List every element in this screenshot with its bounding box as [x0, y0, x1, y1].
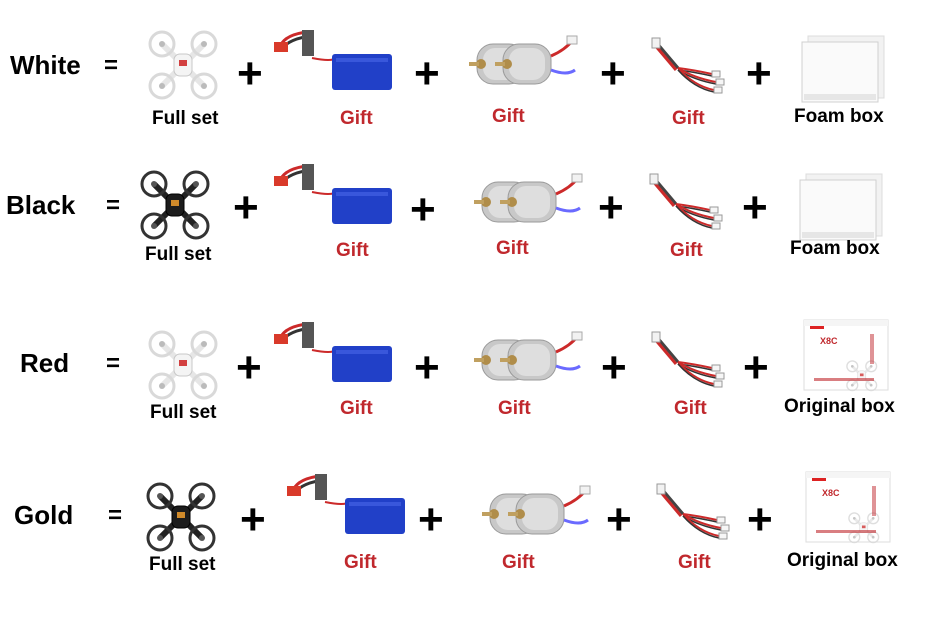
- box-label: Foam box: [794, 106, 884, 127]
- motor-label: Gift: [496, 238, 529, 259]
- plus-sign: +: [233, 183, 259, 232]
- quadcopter-drawing: [146, 482, 216, 552]
- drone-image-white: [148, 330, 218, 400]
- equals-sign: =: [104, 52, 119, 79]
- battery-label: Gift: [336, 240, 369, 261]
- package-row-red: Red = Full set + Gift + Gift + Gift +: [0, 310, 931, 460]
- battery-image: [272, 162, 397, 232]
- drone-label: Full set: [145, 244, 212, 265]
- motor-drawing: [474, 331, 583, 381]
- charging-cable-drawing: [656, 483, 730, 540]
- package-row-white: White = Full set + Gift + Gift + Gift +: [0, 20, 931, 170]
- battery-label: Gift: [340, 108, 373, 129]
- quadcopter-drawing: [148, 30, 218, 100]
- cable-image: [650, 37, 730, 98]
- cable-image: [648, 173, 728, 234]
- variant-name: Red: [20, 348, 70, 378]
- plus-sign: +: [600, 49, 626, 98]
- foam-box-image: [800, 34, 890, 104]
- foam-box-drawing: [799, 173, 883, 241]
- cable-image: [650, 331, 730, 392]
- original-box-image: X8C: [800, 314, 895, 394]
- plus-sign: +: [747, 495, 773, 544]
- motor-drawing: [469, 35, 578, 85]
- motor-label: Gift: [492, 106, 525, 127]
- quadcopter-drawing: [148, 330, 218, 400]
- equals-sign: =: [106, 192, 121, 219]
- battery-label: Gift: [340, 398, 373, 419]
- equals-sign: =: [108, 502, 123, 529]
- variant-name: Black: [6, 190, 76, 220]
- motor-image: [455, 30, 580, 100]
- battery-label: Gift: [344, 552, 377, 573]
- cable-label: Gift: [672, 108, 705, 129]
- svg-text:X8C: X8C: [822, 488, 840, 498]
- cable-label: Gift: [678, 552, 711, 573]
- foam-box-drawing: [801, 35, 885, 103]
- drone-label: Full set: [149, 554, 216, 575]
- charging-cable-drawing: [649, 173, 723, 230]
- motor-image: [460, 326, 585, 396]
- battery-drawing: [274, 164, 392, 224]
- plus-sign: +: [240, 495, 266, 544]
- plus-sign: +: [410, 185, 436, 234]
- battery-drawing: [287, 474, 405, 534]
- plus-sign: +: [236, 343, 262, 392]
- drone-image-black: [146, 482, 216, 552]
- plus-sign: +: [414, 343, 440, 392]
- motor-label: Gift: [502, 552, 535, 573]
- package-row-gold: Gold = Full set + Gift + Gift + Gift +: [0, 460, 931, 610]
- cable-label: Gift: [674, 398, 707, 419]
- battery-image: [285, 472, 410, 542]
- battery-image: [272, 320, 397, 390]
- original-box-image: X8C: [802, 466, 897, 546]
- charging-cable-drawing: [651, 37, 725, 94]
- cable-label: Gift: [670, 240, 703, 261]
- equals-sign: =: [106, 350, 121, 377]
- motor-drawing: [474, 173, 583, 223]
- variant-name: White: [10, 50, 81, 80]
- plus-sign: +: [606, 495, 632, 544]
- battery-drawing: [274, 30, 392, 90]
- box-label: Original box: [784, 396, 895, 417]
- battery-image: [272, 28, 397, 98]
- package-row-black: Black = Full set + Gift + Gift + Gift +: [0, 160, 931, 310]
- drone-image-black: [140, 170, 210, 240]
- box-label: Original box: [787, 550, 898, 571]
- motor-image: [460, 168, 585, 238]
- original-box-drawing: X8C: [803, 319, 889, 392]
- drone-image-white: [148, 30, 218, 100]
- cable-image: [655, 483, 735, 544]
- plus-sign: +: [598, 183, 624, 232]
- original-box-drawing: X8C: [805, 471, 891, 544]
- box-label: Foam box: [790, 238, 880, 259]
- drone-label: Full set: [150, 402, 217, 423]
- quadcopter-drawing: [140, 170, 210, 240]
- plus-sign: +: [746, 49, 772, 98]
- plus-sign: +: [742, 183, 768, 232]
- plus-sign: +: [237, 49, 263, 98]
- foam-box-image: [798, 172, 888, 242]
- motor-label: Gift: [498, 398, 531, 419]
- svg-text:X8C: X8C: [820, 336, 838, 346]
- charging-cable-drawing: [651, 331, 725, 388]
- plus-sign: +: [418, 495, 444, 544]
- plus-sign: +: [414, 49, 440, 98]
- battery-drawing: [274, 322, 392, 382]
- variant-name: Gold: [14, 500, 74, 530]
- drone-label: Full set: [152, 108, 219, 129]
- motor-image: [468, 480, 593, 550]
- plus-sign: +: [743, 343, 769, 392]
- motor-drawing: [482, 485, 591, 535]
- plus-sign: +: [601, 343, 627, 392]
